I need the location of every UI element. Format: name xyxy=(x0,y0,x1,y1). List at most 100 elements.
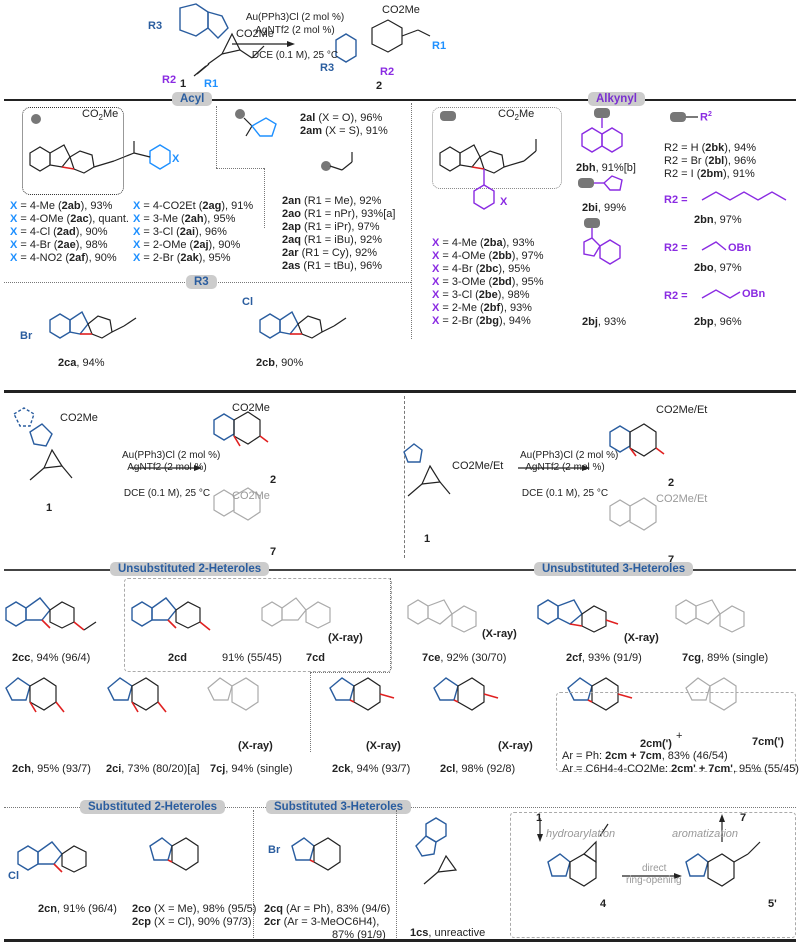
list-item: X = 2-OMe (2aj), 90% xyxy=(133,239,241,251)
7cd-xray-note: (X-ray) xyxy=(328,632,363,644)
2co-caption: 2co (X = Me), 98% (95/5) xyxy=(132,903,257,915)
list-item: 2bj, 93% xyxy=(582,316,627,328)
product-r1-label: R1 xyxy=(432,40,447,52)
oethyl-obn-chain xyxy=(701,289,741,299)
list-item: 2bo, 97% xyxy=(694,262,742,274)
list-item: X = 4-Me (2ab), 93% xyxy=(10,200,113,212)
acyl-inner-hdivider xyxy=(216,168,264,169)
list-item: 2ao (R1 = nPr), 93%[a] xyxy=(282,208,396,220)
2cd-id: 2cd xyxy=(168,652,187,664)
list-item: X = 4-OMe (2bb), 97% xyxy=(432,250,544,262)
list-item: X = 2-Br (2bg), 94% xyxy=(432,315,531,327)
naphthyl-structure xyxy=(578,108,623,265)
list-item: 2am (X = S), 91% xyxy=(300,125,388,137)
right-heterole-scheme xyxy=(403,423,665,531)
right-scheme-product-ester: CO2Me/Et xyxy=(656,404,708,416)
2ck-xray-note: (X-ray) xyxy=(366,740,401,752)
2cp-caption: 2cp (X = Cl), 90% (97/3) xyxy=(132,916,252,928)
left-scheme-catalyst: Au(PPh3)Cl (2 mol %) xyxy=(122,450,221,461)
heteroles-divider xyxy=(4,569,796,571)
bottom-divider xyxy=(4,939,796,942)
2cd-7cd-box xyxy=(124,578,392,672)
left-scheme-product-7: 7 xyxy=(270,546,277,558)
2ck-caption: 2ck, 94% (93/7) xyxy=(332,763,411,775)
2cf-caption: 2cf, 93% (91/9) xyxy=(566,652,642,664)
pentyl-chain xyxy=(701,191,787,201)
indole-pair-line-1: Ar = Ph: 2cm + 7cm, 83% (46/54) xyxy=(562,750,728,762)
obn-chain xyxy=(701,241,727,251)
2cd-yield: 91% (55/45) xyxy=(222,652,282,664)
mechanism-step-aromatization: aromatization xyxy=(672,828,739,840)
mechanism-step-ring-opening: ring-opening xyxy=(626,875,682,886)
list-item: X = 2-Me (2bf), 93% xyxy=(432,302,532,314)
top-divider xyxy=(4,99,796,101)
right-scheme-solvent: DCE (0.1 M), 25 °C xyxy=(521,488,609,499)
list-item: 2al (X = O), 96% xyxy=(300,112,383,124)
unsub-2-heteroles-title: Unsubstituted 2-Heteroles xyxy=(110,562,270,576)
indole-pair-box xyxy=(556,692,796,772)
left-scheme-ester: CO2Me xyxy=(60,412,98,424)
list-item: 2aq (R1 = iBu), 92% xyxy=(282,234,382,246)
right-scheme-catalyst: Au(PPh3)Cl (2 mol %) xyxy=(520,450,619,461)
unsub-vertical-divider xyxy=(390,578,391,670)
list-item: R2 = I (2bm), 91% xyxy=(664,168,755,180)
alkynyl-core-structure xyxy=(439,111,537,210)
alkynyl-core-ester: CO2Me xyxy=(498,108,535,123)
product-r3-label: R3 xyxy=(320,62,335,74)
sub-divider-1 xyxy=(253,810,254,940)
list-item: 2ar (R1 = Cy), 92% xyxy=(282,247,378,259)
list-item: X = 3-Cl (2be), 98% xyxy=(432,289,530,301)
r2-generic-structure xyxy=(670,112,698,122)
2cr-caption: 2cr (Ar = 3-MeOC6H4), xyxy=(264,916,380,928)
mechanism-start: 1 xyxy=(536,812,543,824)
sub-divider-2 xyxy=(396,810,397,940)
acyl-section-title: Acyl xyxy=(172,92,213,106)
2cq-caption: 2cq (Ar = Ph), 83% (94/6) xyxy=(264,903,391,915)
list-item: X = 4-NO2 (2af), 90% xyxy=(10,252,117,264)
mechanism-intermediate-4: 4 xyxy=(600,898,607,910)
acyl-inner-divider xyxy=(216,106,217,168)
r3-2ca-structure xyxy=(49,310,137,339)
left-heterole-scheme xyxy=(13,407,269,521)
condition-solvent: DCE (0.1 M), 25 °C xyxy=(251,50,339,61)
2cf-xray-note: (X-ray) xyxy=(624,632,659,644)
condition-cocatalyst: AgNTf2 (2 mol %) xyxy=(255,25,335,36)
list-item: X = 4-Me (2ba), 93% xyxy=(432,237,535,249)
condition-catalyst: Au(PPh3)Cl (2 mol %) xyxy=(245,12,345,23)
7cj-caption: 7cj, 94% (single) xyxy=(210,763,293,775)
left-scheme-product-2: 2 xyxy=(270,474,277,486)
acyl-core-structure xyxy=(29,114,171,174)
r3-2cb-substituent: Cl xyxy=(242,296,253,308)
mechanism-end: 7 xyxy=(740,812,747,824)
left-scheme-product-ester: CO2Me xyxy=(232,402,270,414)
product-r2-label: R2 xyxy=(380,66,395,78)
mechanism-step-hydroarylation: hydroarylation xyxy=(546,828,616,840)
right-scheme-product-7: 7 xyxy=(668,554,675,566)
7cj-xray-note: (X-ray) xyxy=(238,740,273,752)
list-item: 2bh, 91%[b] xyxy=(576,162,636,174)
left-scheme-product-7-ester: CO2Me xyxy=(232,490,270,502)
r3-2ca-substituent: Br xyxy=(20,330,33,342)
right-scheme-ester: CO2Me/Et xyxy=(452,460,504,472)
r3-section-title: R3 xyxy=(186,275,217,289)
2ci-caption: 2ci, 73% (80/20)[a] xyxy=(106,763,200,775)
7cm-label: 7cm(') xyxy=(752,736,784,748)
list-item: X = 4-Br (2ae), 98% xyxy=(10,239,108,251)
reactant-r3-label: R3 xyxy=(148,20,163,32)
list-item: X = 3-OMe (2bd), 95% xyxy=(432,276,544,288)
7cd-id: 7cd xyxy=(306,652,325,664)
list-item: X = 3-Me (2ah), 95% xyxy=(133,213,236,225)
2cc-caption: 2cc, 94% (96/4) xyxy=(12,652,91,664)
2cm-label: 2cm(') xyxy=(640,738,672,750)
list-item: 2ap (R1 = iPr), 97% xyxy=(282,221,380,233)
7ce-xray-note: (X-ray) xyxy=(482,628,517,640)
alkynyl-core-x-label: X xyxy=(500,196,508,208)
alkyl-ketone-structure xyxy=(321,152,353,171)
reactant-1-structure xyxy=(179,3,431,77)
sub-2-heteroles-title: Substituted 2-Heteroles xyxy=(80,800,226,814)
2cl-xray-note: (X-ray) xyxy=(498,740,533,752)
unsub-structures xyxy=(5,597,745,713)
left-scheme-solvent: DCE (0.1 M), 25 °C xyxy=(123,488,211,499)
reactant-r1-label: R1 xyxy=(204,78,219,90)
r2-chain-group: OBn xyxy=(742,288,766,300)
